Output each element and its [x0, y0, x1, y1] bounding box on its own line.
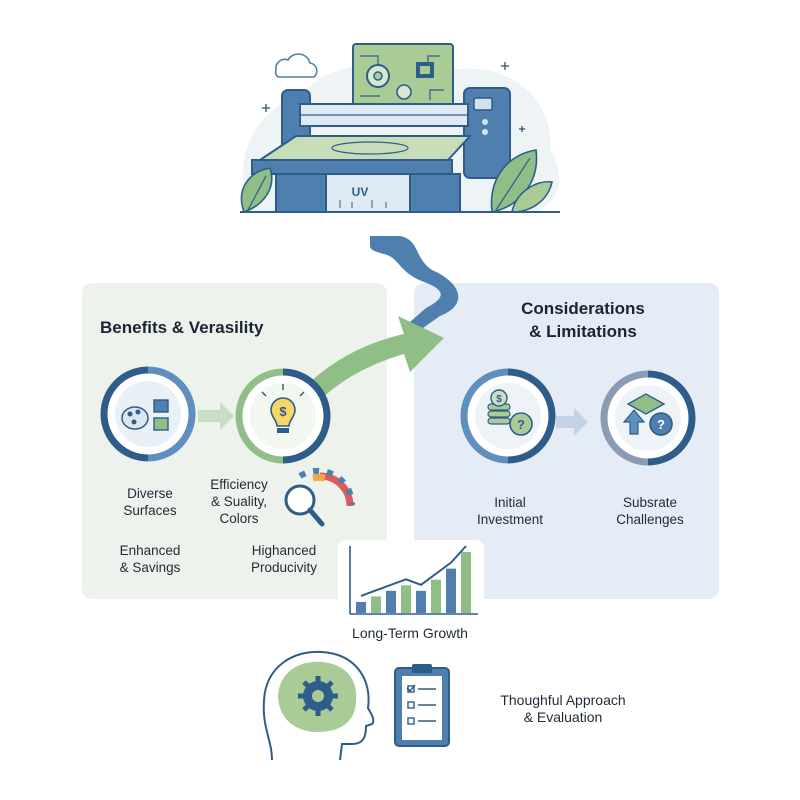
green-arrow [300, 316, 444, 402]
uv-printer-illustration: UV [240, 43, 560, 214]
growth-bar [386, 590, 396, 613]
growth-bar [371, 596, 381, 613]
flow-connector [370, 236, 459, 330]
growth-chart-card [338, 540, 484, 622]
benefits-title: Benefits & Verasility [100, 318, 264, 337]
lightbulb-icon: $ [235, 368, 331, 464]
svg-text:$: $ [496, 394, 502, 405]
growth-bar [356, 601, 366, 613]
cloud-icon [274, 53, 318, 78]
approach-label: Thoughful Approach& Evaluation [500, 692, 626, 725]
svg-text:?: ? [517, 417, 525, 432]
svg-text:$: $ [279, 404, 287, 419]
growth-bar [416, 590, 426, 613]
uv-label: UV [352, 185, 369, 199]
diverse-surfaces-icon [100, 366, 196, 462]
growth-bar [431, 579, 441, 613]
color-magnifier-icon [284, 467, 356, 527]
growth-bar-chart [349, 545, 478, 615]
enhanced-savings-label: Enhanced& Savings [119, 543, 181, 575]
arrow-right-icon [556, 408, 588, 436]
investment-coins-icon: $ ? [460, 368, 556, 464]
sparkle-icon [262, 62, 525, 132]
growth-bar [461, 552, 471, 613]
arrow-right-icon [198, 402, 234, 430]
svg-text:?: ? [657, 417, 665, 432]
efficiency-label: Efficiency& Suality,Colors [210, 477, 268, 526]
clipboard-checklist-icon [394, 664, 450, 747]
head-gear-icon [262, 650, 375, 761]
growth-bar [446, 568, 456, 613]
considerations-title: Considerations& Limitations [521, 299, 645, 341]
substrate-icon: ? [600, 370, 696, 466]
growth-bar [401, 585, 411, 613]
long-term-growth-label: Long-Term Growth [352, 625, 468, 641]
